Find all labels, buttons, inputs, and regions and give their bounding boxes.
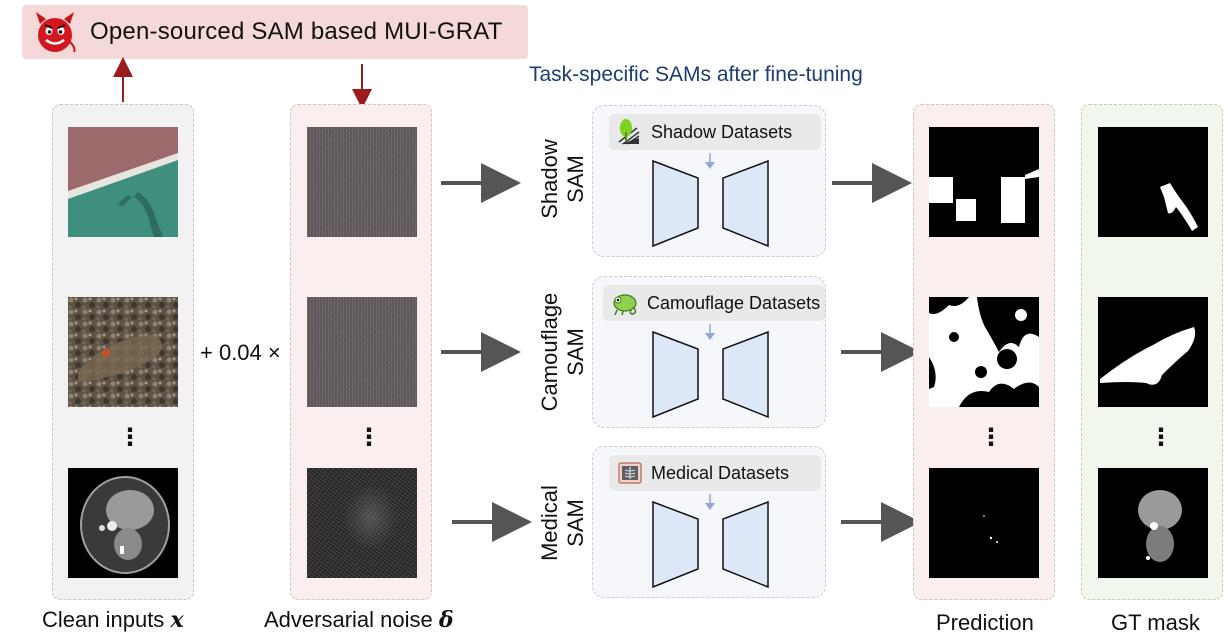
noise-image-camouflage: [307, 297, 417, 407]
prediction-medical-mask: [929, 468, 1039, 578]
gt-mask-label: GT mask: [1111, 610, 1200, 635]
prediction-shadow-mask: [929, 127, 1039, 237]
prediction-ellipsis: ⋮: [979, 424, 1003, 451]
camouflage-sam-line1: Camouflage: [537, 292, 562, 412]
noise-image-medical: [307, 468, 417, 578]
camouflage-sam-label: Camouflage SAM: [537, 276, 589, 428]
shadow-icon: [618, 119, 640, 145]
clean-inputs-label: Clean inputs 𝒙: [42, 607, 184, 633]
shadow-dataset-chip: Shadow Datasets: [609, 114, 821, 150]
clean-camouflage-image: [68, 297, 178, 407]
camouflage-encoder-decoder: [652, 324, 769, 419]
adversarial-noise-label: Adversarial noise 𝜹: [264, 607, 454, 633]
medical-sam-label: Medical SAM: [537, 447, 589, 599]
devil-icon: [36, 12, 76, 53]
noise-image-shadow: [307, 127, 417, 237]
chameleon-icon: [613, 294, 637, 316]
gt-ellipsis: ⋮: [1149, 424, 1173, 451]
clean-medical-image: [68, 468, 178, 578]
shadow-encoder-decoder: [652, 153, 769, 248]
gt-medical-mask: [1098, 468, 1208, 578]
shadow-sam-label: Shadow SAM: [537, 103, 589, 255]
prediction-camouflage-mask: [929, 297, 1039, 407]
banner-title: Open-sourced SAM based MUI-GRAT: [90, 18, 503, 45]
camouflage-sam-panel: Camouflage Datasets: [592, 276, 826, 428]
camouflage-sam-line2: SAM: [563, 328, 588, 376]
medical-sam-line2: SAM: [563, 499, 588, 547]
prediction-label: Prediction: [936, 610, 1034, 635]
shadow-sam-line2: SAM: [563, 155, 588, 203]
shadow-sam-panel: Shadow Datasets: [592, 105, 826, 257]
clean-inputs-symbol: 𝒙: [170, 607, 184, 633]
attacker-banner: Open-sourced SAM based MUI-GRAT: [22, 5, 528, 59]
medical-sam-line1: Medical: [537, 485, 562, 561]
clean-inputs-text: Clean inputs: [42, 607, 165, 632]
camouflage-dataset-chip: Camouflage Datasets: [603, 285, 825, 321]
medical-sam-panel: Medical Datasets: [592, 446, 826, 598]
camouflage-dataset-label: Camouflage Datasets: [647, 292, 821, 313]
clean-shadow-image: [68, 127, 178, 237]
medical-dataset-label: Medical Datasets: [651, 462, 790, 483]
adversarial-noise-text: Adversarial noise: [264, 607, 433, 632]
shadow-sam-line1: Shadow: [537, 139, 562, 219]
header-title: Task-specific SAMs after fine-tuning: [529, 63, 863, 86]
medical-encoder-decoder: [652, 494, 769, 589]
noise-ellipsis: ⋮: [357, 424, 381, 451]
gt-camouflage-mask: [1098, 297, 1208, 407]
medical-dataset-chip: Medical Datasets: [609, 455, 821, 491]
gt-shadow-mask: [1098, 127, 1208, 237]
adversarial-noise-symbol: 𝜹: [438, 607, 454, 633]
shadow-dataset-label: Shadow Datasets: [651, 121, 793, 142]
clean-ellipsis: ⋮: [118, 424, 142, 451]
xray-icon: [618, 462, 642, 484]
noise-multiplier: + 0.04 ×: [200, 340, 281, 365]
